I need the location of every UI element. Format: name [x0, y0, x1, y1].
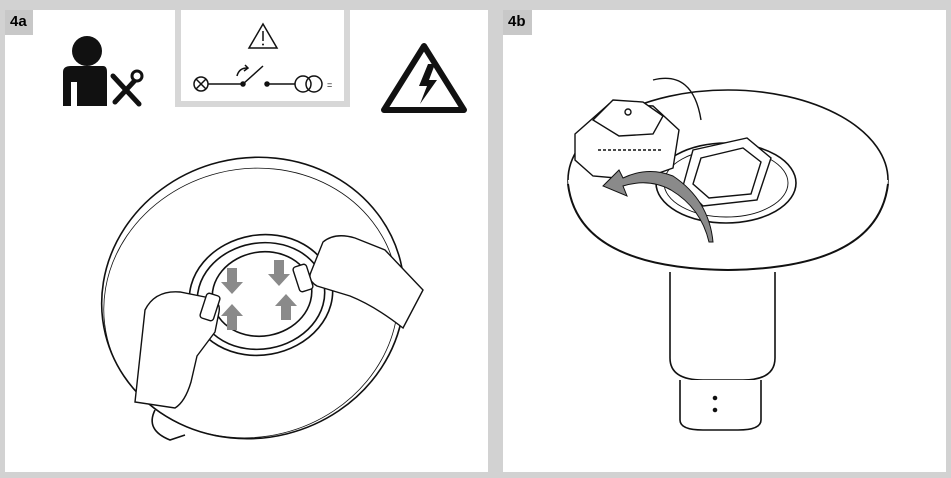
step-label-4b: 4b [503, 10, 532, 35]
output-symbol: = [327, 80, 332, 90]
switch-symbol [208, 64, 295, 87]
warning-triangle-icon [247, 22, 279, 49]
electric-hazard-icon [381, 43, 467, 113]
transformer-symbol [294, 75, 323, 93]
squeeze-arrows-icon [221, 260, 297, 330]
disconnect-switch-diagram: = [193, 22, 332, 93]
luminaire-top-view-illustration [100, 156, 424, 441]
driver-module [574, 77, 702, 181]
step-label-4a: 4a [5, 10, 33, 35]
step-panel-4b: 4b [503, 10, 946, 472]
luminaire-open-view-illustration [567, 77, 889, 431]
technician-with-tools-icon [63, 36, 144, 107]
left-hand [134, 291, 221, 409]
right-hand [292, 235, 424, 330]
opened-socket-frame [682, 137, 772, 207]
step-panel-4a: 4a [5, 10, 488, 472]
flip-arrow-icon [602, 169, 714, 243]
